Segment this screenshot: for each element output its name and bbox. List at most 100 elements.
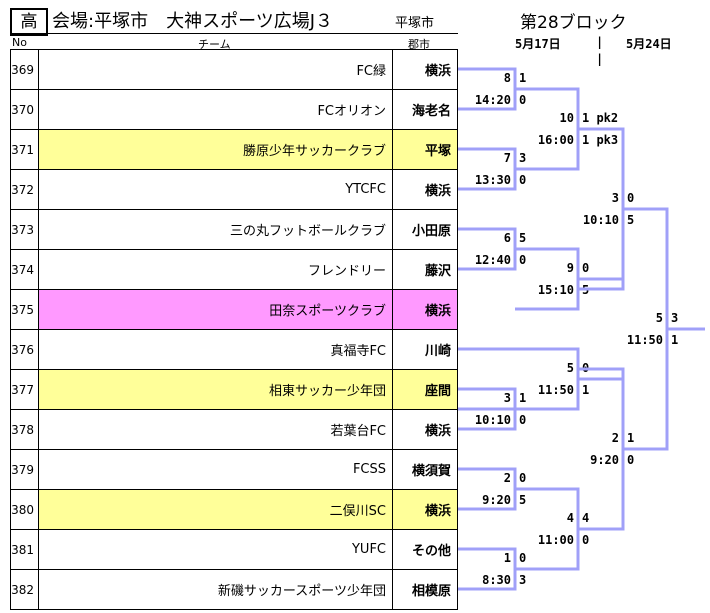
match-time: 13:30 — [475, 173, 511, 187]
score-top: 0 — [519, 471, 526, 485]
score-bottom: 5 — [519, 493, 526, 507]
venue-title: 会場:平塚市 大神スポーツ広場J３ — [52, 11, 334, 32]
team-city: 横浜 — [392, 409, 458, 450]
match-number: 5 — [567, 361, 574, 375]
score-bottom: 0 — [519, 173, 526, 187]
score-top: 0 — [582, 261, 589, 275]
match-number: 7 — [504, 151, 511, 165]
team-number: 372 — [10, 169, 39, 210]
match-time: 12:40 — [475, 253, 511, 267]
team-name: 田奈スポーツクラブ — [38, 289, 393, 330]
score-bottom: 0 — [627, 453, 634, 467]
score-bottom: 0 — [519, 413, 526, 427]
team-name: FCオリオン — [38, 89, 393, 130]
score-bottom: 1 pk3 — [582, 133, 618, 147]
team-name: FCSS — [38, 449, 393, 490]
team-city: 小田原 — [392, 209, 458, 250]
team-name: YTCFC — [38, 169, 393, 210]
match-number: 3 — [504, 391, 511, 405]
team-name: 勝原少年サッカークラブ — [38, 129, 393, 170]
match-time: 11:50 — [538, 383, 574, 397]
category-badge: 高 — [10, 8, 48, 36]
team-city: 横浜 — [392, 489, 458, 530]
match-number: 3 — [612, 191, 619, 205]
match-time: 11:50 — [627, 333, 663, 347]
score-top: 1 — [519, 71, 526, 85]
column-header-no: No — [12, 36, 27, 49]
match-time: 10:10 — [475, 413, 511, 427]
team-name: 相東サッカー少年団 — [38, 369, 393, 410]
team-number: 373 — [10, 209, 39, 250]
score-bottom: 0 — [519, 253, 526, 267]
round2-date: 5月24日 — [626, 37, 672, 51]
title-underline — [10, 33, 458, 34]
team-number: 375 — [10, 289, 39, 330]
team-city: 川崎 — [392, 329, 458, 370]
score-bottom: 5 — [627, 213, 634, 227]
team-city: 横須賀 — [392, 449, 458, 490]
score-top: 3 — [671, 311, 678, 325]
team-number: 377 — [10, 369, 39, 410]
team-name: 新磯サッカースポーツ少年団 — [38, 569, 393, 610]
round1-date: 5月17日 — [515, 37, 561, 51]
match-number: 8 — [504, 71, 511, 85]
match-number: 2 — [612, 431, 619, 445]
team-city: 相模原 — [392, 569, 458, 610]
team-name: FC緑 — [38, 49, 393, 90]
team-number: 371 — [10, 129, 39, 170]
score-bottom: 0 — [582, 533, 589, 547]
team-number: 382 — [10, 569, 39, 610]
match-number: 5 — [656, 311, 663, 325]
score-top: 4 — [582, 511, 589, 525]
match-time: 14:20 — [475, 93, 511, 107]
score-top: 1 pk2 — [582, 111, 618, 125]
score-bottom: 0 — [519, 93, 526, 107]
team-city: 座間 — [392, 369, 458, 410]
score-top: 5 — [519, 231, 526, 245]
match-number: 2 — [504, 471, 511, 485]
block-title: 第28ブロック — [520, 13, 627, 33]
score-bottom: 1 — [582, 383, 589, 397]
team-name: 二俣川SC — [38, 489, 393, 530]
match-time: 16:00 — [538, 133, 574, 147]
score-top: 1 — [519, 391, 526, 405]
match-number: 10 — [560, 111, 574, 125]
team-city: その他 — [392, 529, 458, 570]
team-number: 381 — [10, 529, 39, 570]
team-name: YUFC — [38, 529, 393, 570]
match-time: 9:20 — [590, 453, 619, 467]
team-number: 370 — [10, 89, 39, 130]
team-name: 若葉台FC — [38, 409, 393, 450]
date-separator: | — [596, 35, 604, 49]
team-city: 横浜 — [392, 49, 458, 90]
column-header-city: 郡市 — [408, 38, 430, 51]
team-city: 藤沢 — [392, 249, 458, 290]
team-number: 380 — [10, 489, 39, 530]
score-top: 3 — [519, 151, 526, 165]
match-time: 9:20 — [482, 493, 511, 507]
column-header-team: チーム — [198, 38, 231, 51]
team-city: 横浜 — [392, 289, 458, 330]
date-separator: | — [596, 52, 604, 66]
score-bottom: 1 — [671, 333, 678, 347]
bracket-line — [458, 347, 580, 411]
team-city: 横浜 — [392, 169, 458, 210]
match-number: 9 — [567, 261, 574, 275]
team-number: 379 — [10, 449, 39, 490]
match-number: 4 — [567, 511, 574, 525]
score-bottom: 3 — [519, 573, 526, 587]
match-time: 15:10 — [538, 283, 574, 297]
score-top: 1 — [627, 431, 634, 445]
